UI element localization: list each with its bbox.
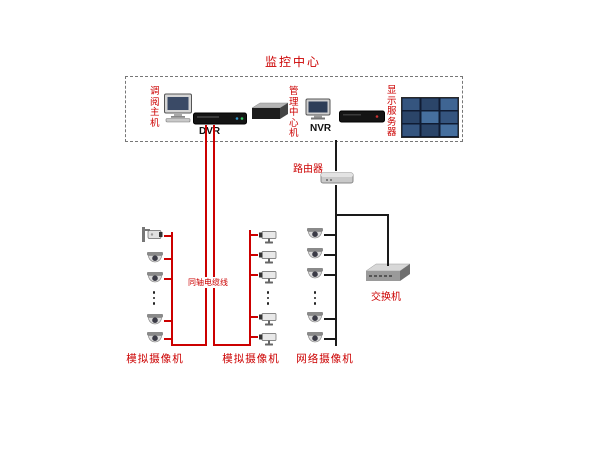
analog-camera-group-label: 模拟摄像机 [222,353,280,365]
dome-camera-icon [306,332,324,346]
coax-join-line [171,344,207,346]
camera-cable-stub [324,338,335,340]
bullet-camera-icon [258,270,278,284]
dome-camera-icon [306,312,324,326]
camera-cable-stub [164,320,171,322]
switch-label: 交换机 [371,292,401,303]
coax-trunk-line [213,125,215,346]
ethernet-line [387,214,389,266]
coax-trunk-line [205,125,207,346]
coax-cable-label: 同轴电缆线 [187,277,229,288]
camera-cable-stub [324,234,335,236]
camera-cable-stub [251,234,258,236]
ethernet-line [335,214,389,216]
dome-camera-icon [306,228,324,242]
camera-cable-stub [164,338,171,340]
switch-device-icon [366,263,410,281]
management-center-label: 管理中心机 [289,86,299,139]
camera-cable-stub [164,278,171,280]
ptz-camera-icon [140,227,164,245]
camera-cable-stub [251,316,258,318]
dome-camera-icon [146,332,164,346]
bullet-camera-icon [258,312,278,326]
camera-cable-stub [324,318,335,320]
dome-camera-icon [306,248,324,262]
dome-camera-icon [306,268,324,282]
monitoring-center-boundary [125,76,463,142]
analog-camera-group-label: 模拟摄像机 [126,353,184,365]
video-wall-icon [401,97,459,138]
diagram-title: 监控中心 [264,55,321,69]
ethernet-line [335,140,337,171]
display-server-label: 显示服务器 [387,85,397,138]
bullet-camera-icon [258,332,278,346]
camera-cable-stub [324,274,335,276]
dome-camera-icon [146,252,164,266]
display-server-device-icon [339,110,385,123]
review-host-computer-icon [164,93,192,123]
router-device-icon [320,172,354,184]
camera-cable-stub [251,254,258,256]
dome-camera-icon [146,314,164,328]
camera-bus-line [249,230,251,346]
more-cameras-ellipsis [312,291,318,305]
camera-cable-stub [324,254,335,256]
review-host-label: 调阅主机 [150,86,160,129]
network-camera-group-label: 网络摄像机 [296,353,354,365]
bullet-camera-icon [258,250,278,264]
nvr-device-icon [305,98,331,120]
dvr-label: DVR [199,126,221,137]
router-label: 路由器 [293,164,323,175]
camera-cable-stub [251,336,258,338]
camera-cable-stub [164,235,171,237]
dvr-device-icon [193,112,247,125]
more-cameras-ellipsis [265,291,271,305]
camera-bus-line [171,232,173,346]
camera-cable-stub [164,258,171,260]
more-cameras-ellipsis [151,291,157,305]
dome-camera-icon [146,272,164,286]
ethernet-line [335,185,337,346]
camera-cable-stub [251,274,258,276]
coax-join-line [213,344,251,346]
bullet-camera-icon [258,230,278,244]
nvr-label: NVR [310,123,332,134]
management-center-device-icon [251,102,288,119]
